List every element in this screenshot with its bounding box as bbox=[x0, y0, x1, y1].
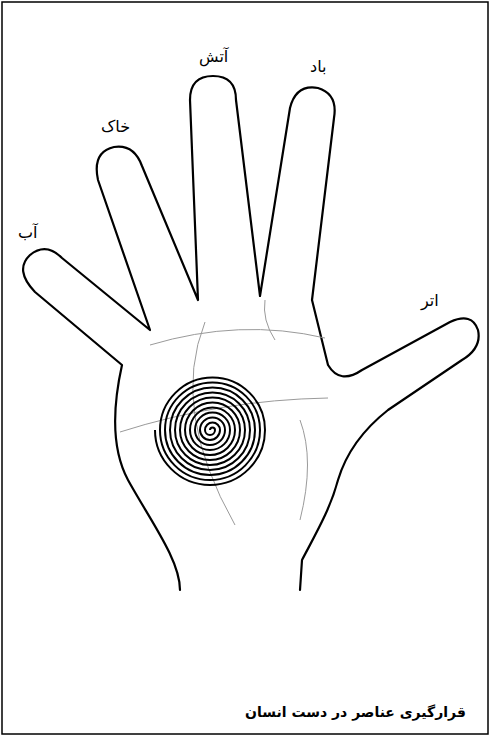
hand-outline bbox=[23, 76, 479, 590]
element-label: آتش bbox=[199, 47, 228, 66]
element-label: اتر bbox=[421, 291, 439, 310]
caption: قرارگیری عناصر در دست انسان bbox=[245, 704, 466, 720]
palm-lines bbox=[120, 300, 328, 525]
spiral bbox=[155, 378, 265, 485]
element-label: خاک bbox=[101, 117, 130, 136]
element-label: آب bbox=[18, 223, 38, 242]
element-label: باد bbox=[310, 57, 326, 76]
